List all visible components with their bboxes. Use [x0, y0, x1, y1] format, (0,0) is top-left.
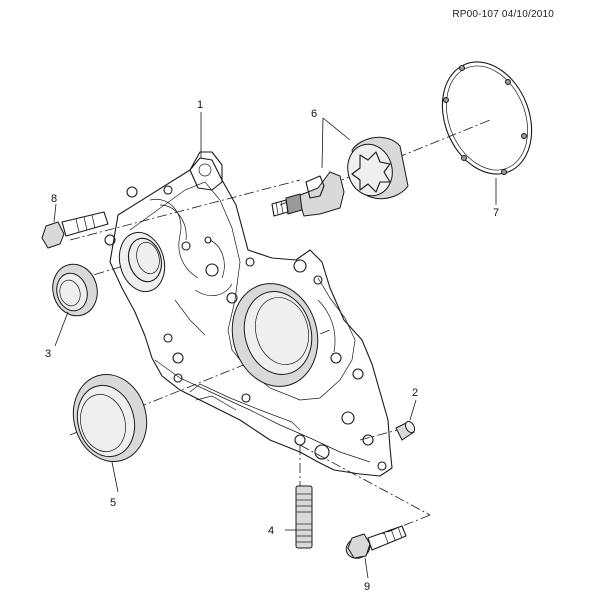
hex-bolt-upper [41, 211, 109, 249]
stud-bolt [295, 485, 313, 549]
mounting-bosses [104, 185, 387, 471]
flange-bolt-lower [345, 525, 407, 559]
callout-8: 8 [51, 193, 57, 205]
callouts: 1 2 3 4 5 6 7 8 9 [45, 99, 499, 593]
front-cover-housing [104, 151, 393, 477]
oil-seal-small [52, 263, 98, 317]
callout-6: 6 [311, 108, 317, 120]
callout-2: 2 [412, 387, 418, 399]
crankshaft-oil-seal [72, 373, 148, 463]
reference-code: RP00-107 04/10/2010 [452, 9, 554, 20]
dowel-pin [395, 420, 416, 441]
callout-4: 4 [268, 525, 274, 537]
oil-pump-rotor-assembly [271, 136, 409, 217]
callout-1: 1 [197, 99, 203, 111]
leader-lines [53, 112, 497, 579]
callout-9: 9 [364, 581, 370, 593]
callout-5: 5 [110, 497, 116, 509]
gasket-ring [441, 61, 533, 175]
callout-7: 7 [493, 207, 499, 219]
callout-3: 3 [45, 348, 51, 360]
